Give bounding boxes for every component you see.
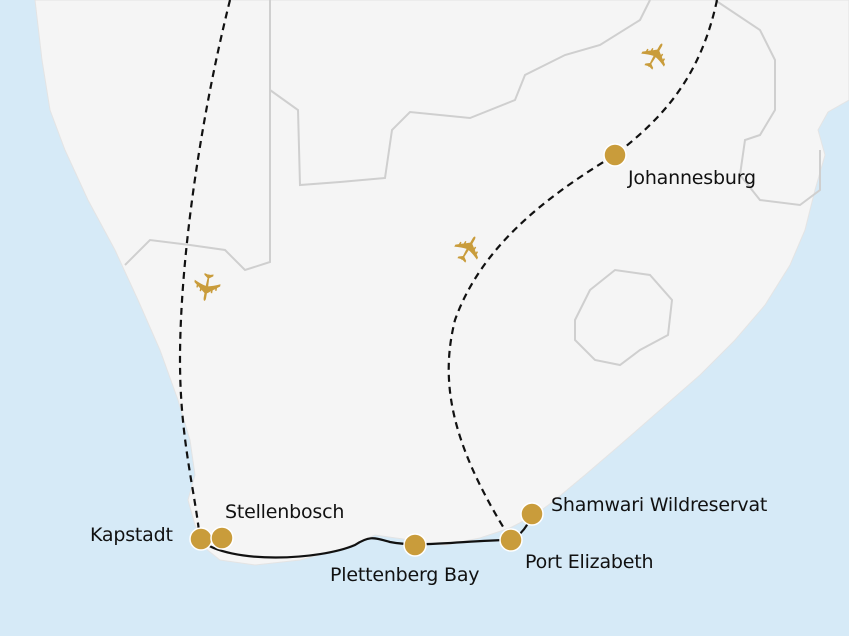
plane-icon: ✈ — [181, 267, 231, 307]
label-stellenbosch: Stellenbosch — [225, 501, 345, 523]
marker-shamwari[interactable] — [520, 502, 544, 526]
label-johannesburg: Johannesburg — [628, 167, 756, 189]
city-markers — [189, 143, 627, 557]
marker-stellenbosch[interactable] — [210, 526, 234, 550]
label-kapstadt: Kapstadt — [90, 524, 173, 546]
label-port-elizabeth: Port Elizabeth — [525, 551, 654, 573]
marker-plettenberg-bay[interactable] — [403, 533, 427, 557]
marker-port-elizabeth[interactable] — [499, 528, 523, 552]
flight-route-west — [178, 0, 232, 541]
marker-johannesburg[interactable] — [603, 143, 627, 167]
country-borders — [124, 0, 821, 367]
label-shamwari: Shamwari Wildreservat — [551, 494, 768, 516]
flight-route-east — [447, 0, 719, 531]
marker-kapstadt[interactable] — [189, 527, 213, 551]
label-plettenberg-bay: Plettenberg Bay — [330, 564, 480, 586]
land — [34, 0, 849, 566]
